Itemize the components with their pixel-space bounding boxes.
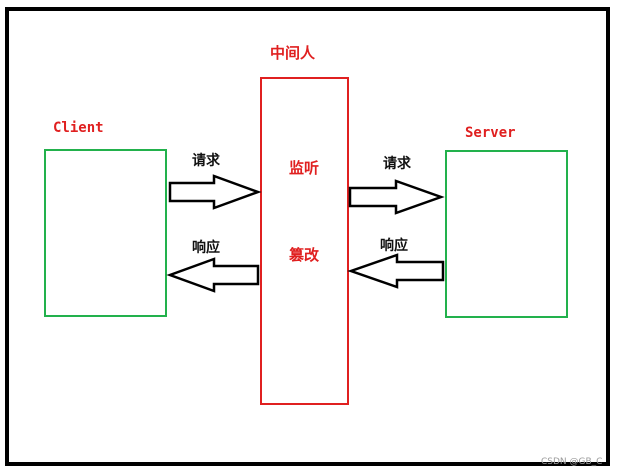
- left-response-arrow: [166, 257, 260, 293]
- client-label: Client: [53, 120, 104, 136]
- right-request-label: 请求: [383, 155, 412, 172]
- right-response-label: 响应: [380, 237, 408, 254]
- server-label: Server: [465, 125, 516, 141]
- left-request-label: 请求: [192, 152, 221, 169]
- left-request-arrow: [168, 174, 262, 210]
- client-box: [44, 149, 167, 317]
- mitm-box: [260, 77, 349, 405]
- left-response-label: 响应: [192, 239, 220, 256]
- right-response-arrow: [347, 253, 445, 289]
- server-box: [445, 150, 568, 318]
- mitm-title: 中间人: [270, 44, 316, 62]
- watermark-text: CSDN @GB_C: [541, 457, 602, 467]
- mitm-action-listen: 监听: [289, 159, 319, 177]
- mitm-action-tamper: 篡改: [289, 246, 320, 264]
- right-request-arrow: [348, 179, 445, 215]
- outer-frame: [5, 7, 610, 466]
